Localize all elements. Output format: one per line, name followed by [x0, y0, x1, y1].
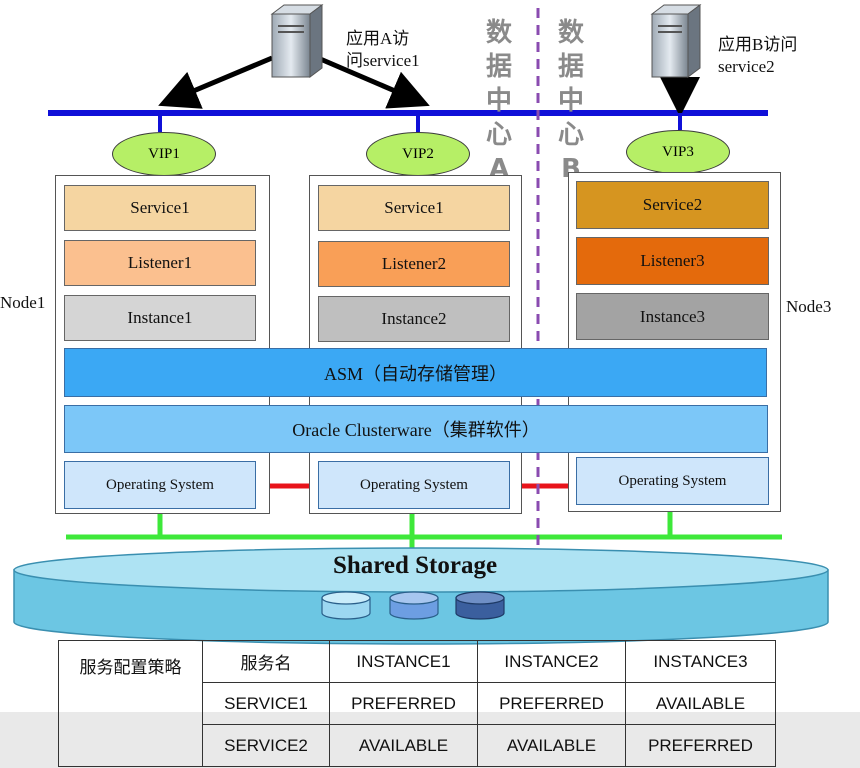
- table-cell: PREFERRED: [477, 682, 626, 725]
- node3-service: Service2: [576, 181, 769, 229]
- disk-icon-2: [389, 591, 439, 620]
- node2-frame: [309, 175, 522, 514]
- shared-storage-title: Shared Storage: [332, 552, 498, 579]
- disk-icon-1: [321, 591, 371, 620]
- table-cell: PREFERRED: [625, 724, 776, 767]
- table-cell: AVAILABLE: [329, 724, 478, 767]
- node1-label: Node1: [0, 293, 46, 312]
- asm-bar: ASM（自动存储管理）: [64, 348, 767, 397]
- header-instance1: INSTANCE1: [329, 640, 478, 683]
- disk-icon-3: [455, 591, 505, 620]
- vip2: VIP2: [366, 132, 470, 176]
- client-b-label: 应用B访问 service2: [718, 35, 798, 76]
- arrow-client-a-vip2: [317, 55, 430, 109]
- server-b-icon: [650, 4, 702, 78]
- vip3: VIP3: [626, 130, 730, 174]
- table-cell: PREFERRED: [329, 682, 478, 725]
- server-a-icon: [270, 4, 324, 78]
- config-row-header: 服务配置策略: [58, 640, 203, 767]
- node2-instance: Instance2: [318, 296, 510, 342]
- header-service-name: 服务名: [202, 640, 330, 683]
- node1-listener: Listener1: [64, 240, 256, 286]
- vip1: VIP1: [112, 132, 216, 176]
- node3-listener: Listener3: [576, 237, 769, 285]
- node3-instance: Instance3: [576, 293, 769, 340]
- table-cell: SERVICE2: [202, 724, 330, 767]
- node3-label: Node3: [786, 297, 832, 316]
- client-a-label: 应用A访 问service1: [346, 29, 420, 70]
- table-cell: AVAILABLE: [625, 682, 776, 725]
- header-instance2: INSTANCE2: [477, 640, 626, 683]
- service-config-table: 服务配置策略 服务名 INSTANCE1 INSTANCE2 INSTANCE3…: [58, 640, 776, 767]
- datacenter-a-label: 数 据 中 心 A: [485, 18, 512, 184]
- node1-instance: Instance1: [64, 295, 256, 341]
- table-row: SERVICE2 AVAILABLE AVAILABLE PREFERRED: [59, 724, 776, 767]
- node2-service: Service1: [318, 185, 510, 231]
- node3-os: Operating System: [576, 457, 769, 505]
- clusterware-bar: Oracle Clusterware（集群软件）: [64, 405, 768, 453]
- datacenter-b-label: 数 据 中 心 B: [557, 18, 584, 184]
- node1-service: Service1: [64, 185, 256, 231]
- arrow-client-a-vip1: [158, 55, 273, 109]
- node1-os: Operating System: [64, 461, 256, 509]
- node2-os: Operating System: [318, 461, 510, 509]
- table-cell: AVAILABLE: [477, 724, 626, 767]
- header-instance3: INSTANCE3: [625, 640, 776, 683]
- table-cell: SERVICE1: [202, 682, 330, 725]
- node2-listener: Listener2: [318, 241, 510, 287]
- node1-frame: [55, 175, 270, 514]
